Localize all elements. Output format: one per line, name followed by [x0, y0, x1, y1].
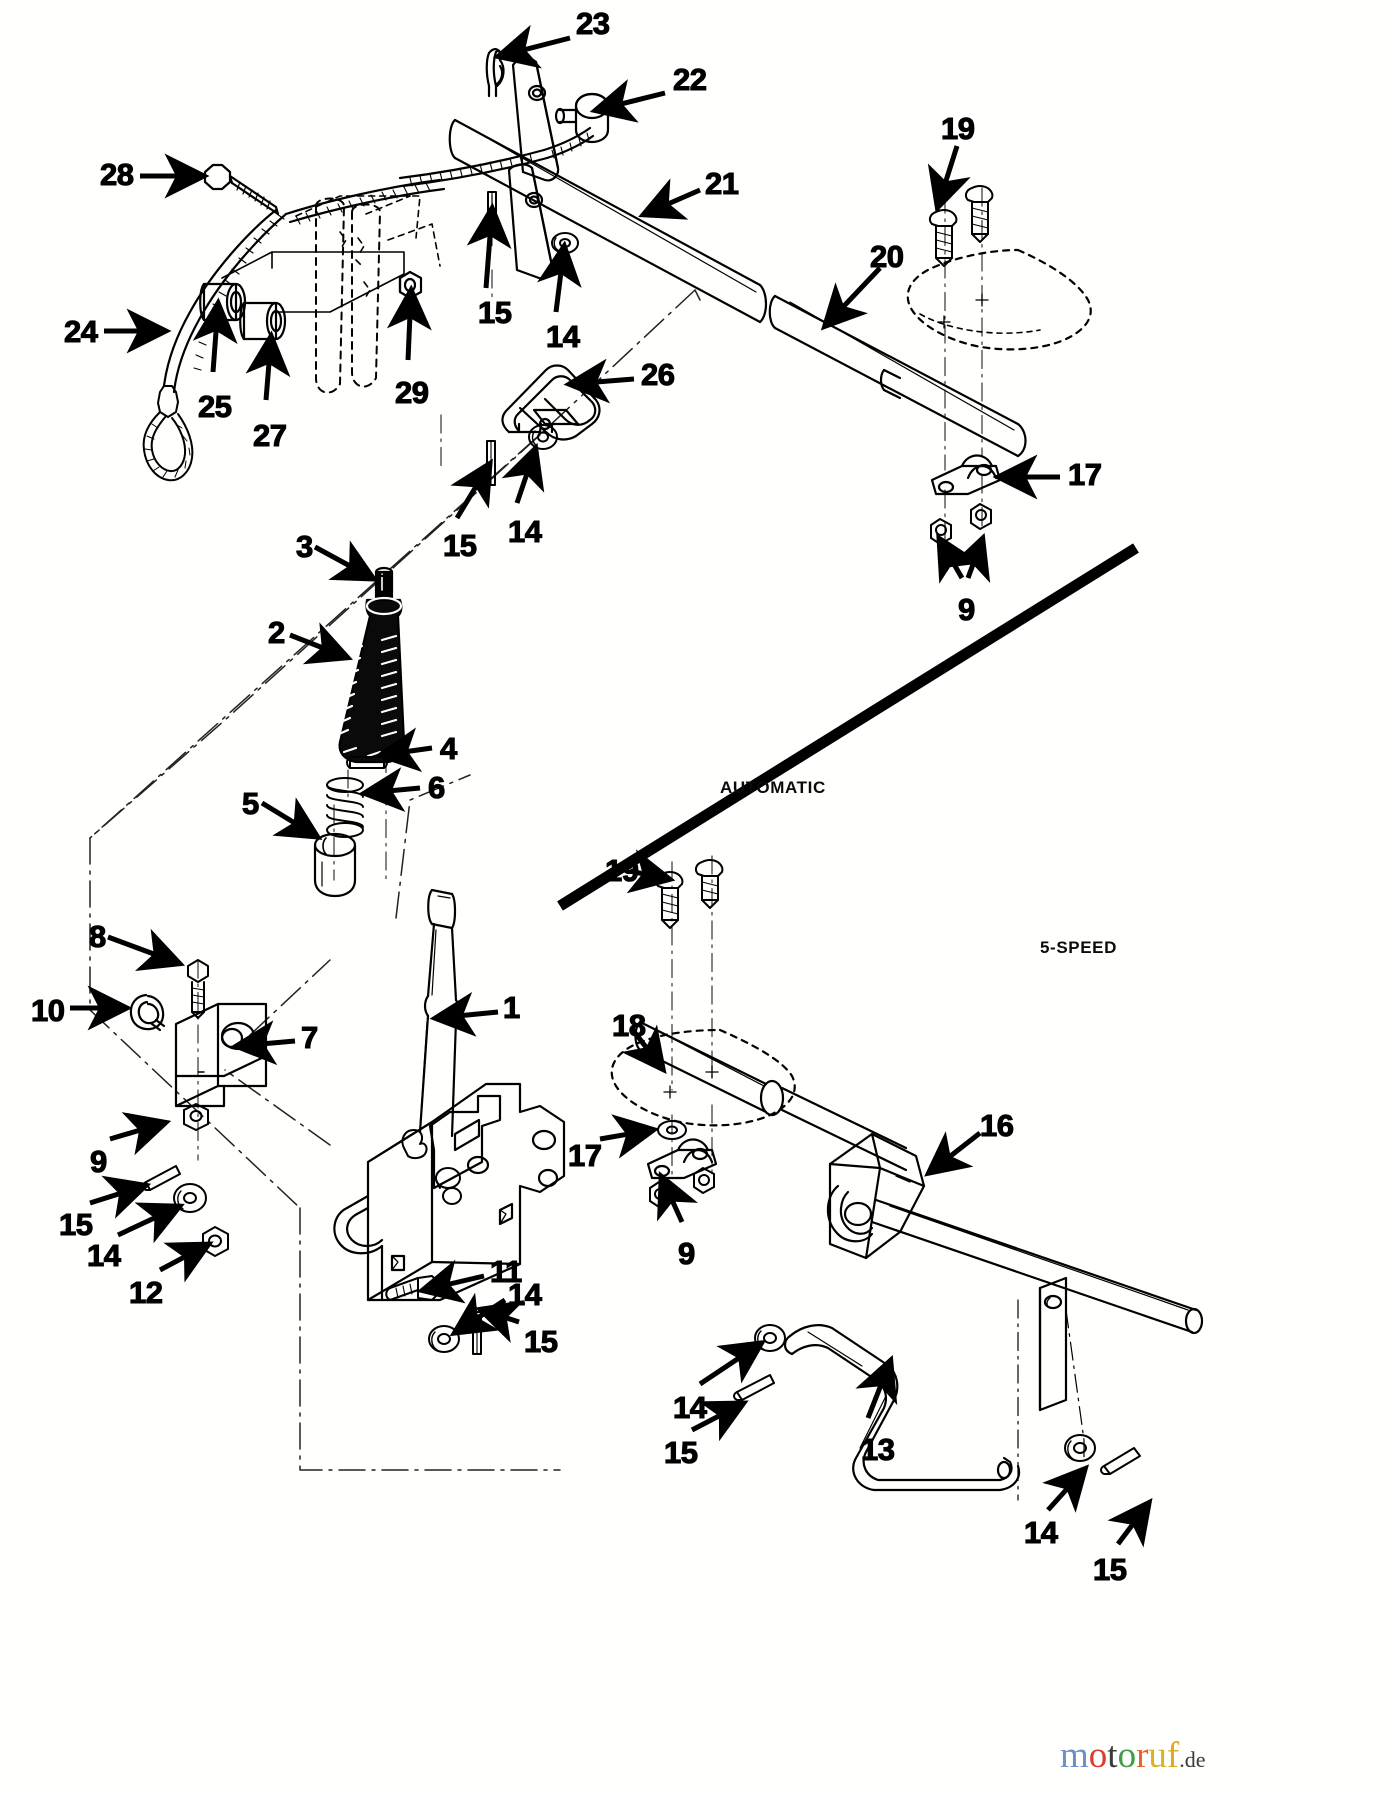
- callout-leader-16: [924, 1131, 982, 1177]
- callout-leader-12: [158, 1241, 214, 1283]
- callout-leader-14: [537, 240, 582, 313]
- callout-number-9: 9: [677, 1236, 695, 1271]
- callout-leader-22: [589, 79, 666, 123]
- callout-number-7: 7: [300, 1020, 318, 1055]
- callout-number-15: 15: [1092, 1552, 1127, 1587]
- callout-number-5: 5: [241, 786, 259, 821]
- callout-leader-4: [374, 727, 433, 773]
- callout-leader-15: [450, 458, 493, 520]
- callout-number-17: 17: [567, 1138, 602, 1173]
- watermark-suffix: .de: [1179, 1747, 1206, 1772]
- callout-number-16: 16: [979, 1108, 1014, 1143]
- callout-number-14: 14: [86, 1238, 121, 1273]
- callout-number-9: 9: [957, 592, 975, 627]
- watermark-letter: t: [1107, 1735, 1118, 1776]
- callout-number-14: 14: [507, 514, 542, 549]
- callout-number-23: 23: [575, 6, 610, 41]
- callout-leader-15: [89, 1175, 152, 1219]
- callout-leader-8: [107, 928, 186, 972]
- watermark-letter: o: [1117, 1735, 1137, 1776]
- callout-leader-21: [638, 178, 701, 220]
- callout-number-9: 9: [89, 1144, 107, 1179]
- callout-number-14: 14: [545, 319, 580, 354]
- callout-number-29: 29: [394, 375, 429, 410]
- callout-leader-1: [429, 991, 499, 1037]
- callout-number-15: 15: [442, 528, 477, 563]
- callout-number-8: 8: [88, 919, 106, 954]
- callout-leader-15: [466, 202, 512, 289]
- callout-number-13: 13: [860, 1432, 895, 1467]
- callout-number-28: 28: [99, 157, 134, 192]
- callout-leader-18: [621, 1024, 667, 1074]
- callout-leader-c9a2: [947, 532, 991, 583]
- callout-leader-9: [109, 1112, 172, 1156]
- callout-leader-27: [245, 330, 291, 401]
- section-label-automatic: AUTOMATIC: [720, 778, 826, 797]
- callout-leader-25: [192, 297, 238, 373]
- callout-number-24: 24: [63, 314, 98, 349]
- callout-leader-14: [116, 1202, 185, 1244]
- callout-leader-13: [855, 1355, 898, 1419]
- callout-leader-5: [260, 797, 323, 840]
- callout-number-21: 21: [704, 166, 739, 201]
- callout-leader-3: [313, 540, 379, 582]
- callout-number-14: 14: [507, 1277, 542, 1312]
- callout-leader-11: [416, 1259, 485, 1304]
- callout-leader-17: [599, 1114, 660, 1159]
- callout-leader-14: [698, 1339, 767, 1387]
- watermark-letter: r: [1136, 1735, 1149, 1776]
- callout-leader-9: [936, 533, 979, 584]
- callout-number-11: 11: [489, 1254, 522, 1289]
- callout-leader-19: [626, 849, 676, 894]
- callout-leader-19: [927, 145, 971, 214]
- callout-number-3: 3: [295, 529, 313, 564]
- callout-number-6: 6: [427, 770, 445, 805]
- callout-leader-14: [501, 442, 545, 504]
- watermark-letter: f: [1166, 1735, 1180, 1776]
- callout-number-2: 2: [267, 615, 285, 650]
- callout-leader-15: [474, 1300, 525, 1343]
- callout-number-26: 26: [640, 357, 675, 392]
- callout-number-15: 15: [523, 1324, 558, 1359]
- callout-number-20: 20: [869, 239, 904, 274]
- callout-number-22: 22: [672, 62, 707, 97]
- callout-number-19: 19: [604, 853, 639, 888]
- callout-number-12: 12: [128, 1275, 163, 1310]
- callout-number-10: 10: [30, 993, 65, 1028]
- callout-leader-2: [289, 622, 353, 665]
- section-label-5-speed: 5-SPEED: [1040, 938, 1117, 957]
- callout-leader-14: [1042, 1464, 1090, 1513]
- callout-leader-20: [820, 266, 882, 331]
- callout-number-4: 4: [439, 731, 457, 766]
- watermark-letter: o: [1088, 1735, 1108, 1776]
- callout-number-15: 15: [477, 295, 512, 330]
- callout-number-17: 17: [1067, 457, 1102, 492]
- callout-number-15: 15: [663, 1435, 698, 1470]
- callout-number-15: 15: [58, 1207, 93, 1242]
- callout-number-18: 18: [611, 1008, 646, 1043]
- callout-leader-9: [657, 1171, 699, 1224]
- callout-number-19: 19: [940, 111, 975, 146]
- callout-leader-15: [690, 1400, 749, 1442]
- callout-number-14: 14: [672, 1390, 707, 1425]
- callout-number-27: 27: [252, 418, 287, 453]
- watermark-letter: u: [1148, 1735, 1167, 1776]
- callout-leader-29: [386, 284, 432, 361]
- motoruf-watermark: motoruf.de: [1060, 1734, 1205, 1777]
- callout-leader-26: [563, 358, 635, 404]
- callout-number-25: 25: [197, 389, 232, 424]
- callout-leader-6: [358, 767, 421, 812]
- watermark-letter: m: [1060, 1735, 1089, 1776]
- callout-leader-7: [230, 1020, 296, 1066]
- callout-leader-23: [492, 24, 571, 69]
- callout-leader-15: [1107, 1498, 1153, 1548]
- callout-number-1: 1: [502, 990, 520, 1025]
- callout-number-14: 14: [1023, 1515, 1058, 1550]
